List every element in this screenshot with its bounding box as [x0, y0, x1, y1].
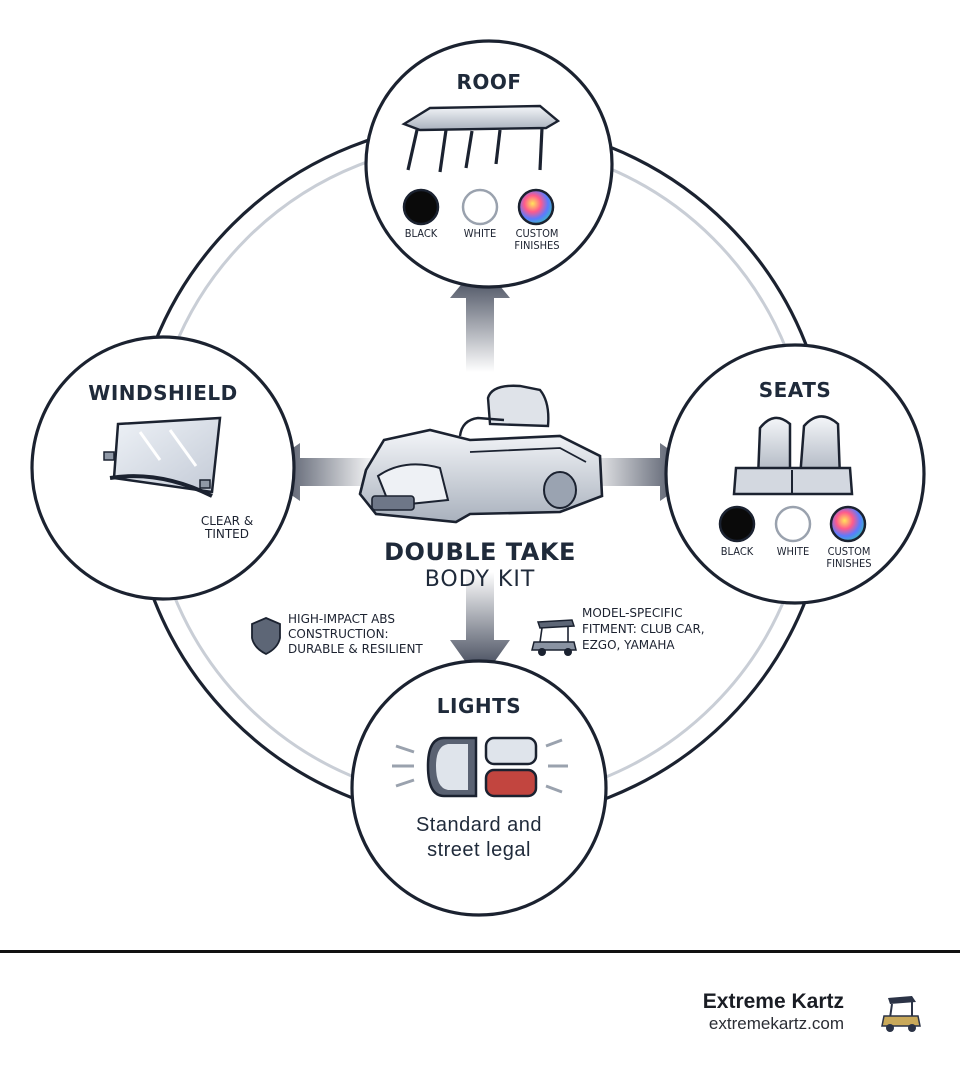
construction-line-1: HIGH-IMPACT ABS: [288, 612, 395, 626]
seats-swatch-white[interactable]: [774, 505, 812, 543]
fitment-line-2: FITMENT: CLUB CAR,: [582, 622, 705, 636]
lights-node: [350, 659, 608, 917]
roof-title: ROOF: [456, 70, 522, 94]
construction-line-2: CONSTRUCTION:: [288, 627, 389, 641]
windshield-icon: [103, 416, 222, 498]
roof-label-white: WHITE: [463, 227, 497, 240]
windshield-title: WINDSHIELD: [88, 381, 238, 405]
golf-cart-icon: [531, 619, 577, 656]
seats-label-white: WHITE: [776, 545, 810, 558]
roof-node: [364, 39, 614, 289]
seats-label-black: BLACK: [720, 545, 754, 558]
arrow-down: [450, 572, 510, 682]
roof-label-custom: CUSTOM FINISHES: [514, 227, 560, 252]
seats-icon: [732, 415, 854, 496]
brand-name: Extreme Kartz: [702, 990, 844, 1013]
fitment-line-3: EZGO, YAMAHA: [582, 638, 675, 652]
shield-icon: [251, 617, 281, 656]
windshield-note: CLEAR & TINTED: [200, 514, 254, 541]
lights-note-line-2: street legal: [427, 839, 531, 861]
seats-label-custom: CUSTOM FINISHES: [826, 545, 872, 570]
body-kit-diagram: ROOF BLACK WHITE CUSTOM FINISHES WINDSHI…: [30, 39, 926, 917]
arrow-up: [450, 262, 510, 372]
lights-icon: [392, 736, 568, 798]
seats-title: SEATS: [758, 378, 832, 402]
seats-swatch-black[interactable]: [718, 505, 756, 543]
construction-line-3: DURABLE & RESILIENT: [288, 642, 423, 656]
center-title: DOUBLE TAKE: [384, 538, 576, 566]
lights-title: LIGHTS: [436, 694, 522, 718]
roof-swatch-black[interactable]: [402, 188, 440, 226]
fitment-line-1: MODEL-SPECIFIC: [582, 606, 683, 620]
diagram-canvas: [30, 39, 926, 917]
brand-url[interactable]: extremekartz.com: [708, 1014, 844, 1033]
seats-swatch-custom[interactable]: [829, 505, 867, 543]
footer-divider: [0, 950, 960, 953]
lights-note-line-1: Standard and: [415, 814, 543, 836]
cart-roof-icon: [401, 104, 561, 173]
roof-swatch-white[interactable]: [461, 188, 499, 226]
roof-swatch-custom[interactable]: [517, 188, 555, 226]
center-subtitle: BODY KIT: [424, 567, 536, 592]
cart-logo-icon: [881, 996, 921, 1032]
roof-label-black: BLACK: [404, 227, 438, 240]
golf-cart-body-icon: [358, 384, 604, 524]
